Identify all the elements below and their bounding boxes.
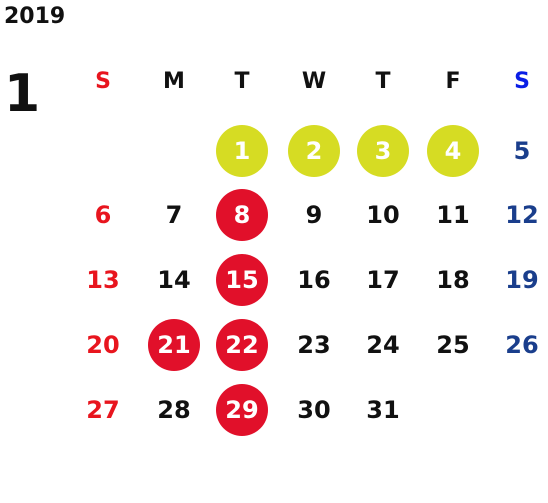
day-cell[interactable]: 26 [505, 331, 539, 359]
weekday-header: M [163, 68, 185, 94]
day-cell-highlighted[interactable]: 22 [216, 319, 268, 371]
day-cell[interactable]: 19 [505, 266, 539, 294]
day-cell[interactable]: 16 [297, 266, 331, 294]
day-cell[interactable]: 7 [165, 201, 183, 229]
day-cell[interactable]: 30 [297, 396, 331, 424]
day-cell[interactable]: 25 [436, 331, 470, 359]
day-cell[interactable]: 17 [366, 266, 400, 294]
day-cell[interactable]: 12 [505, 201, 539, 229]
weekday-header: S [514, 68, 530, 94]
day-cell[interactable]: 27 [86, 396, 120, 424]
day-cell[interactable]: 9 [305, 201, 323, 229]
day-cell-highlighted[interactable]: 8 [216, 189, 268, 241]
weekday-header: W [301, 68, 327, 94]
day-cell[interactable]: 23 [297, 331, 331, 359]
day-cell[interactable]: 10 [366, 201, 400, 229]
day-cell[interactable]: 28 [157, 396, 191, 424]
day-cell[interactable]: 20 [86, 331, 120, 359]
weekday-header: F [445, 68, 461, 94]
day-cell[interactable]: 18 [436, 266, 470, 294]
weekday-header: T [375, 68, 391, 94]
weekday-header: S [95, 68, 111, 94]
day-cell-highlighted[interactable]: 3 [357, 125, 409, 177]
day-cell[interactable]: 11 [436, 201, 470, 229]
day-cell-highlighted[interactable]: 1 [216, 125, 268, 177]
day-cell[interactable]: 24 [366, 331, 400, 359]
day-cell-highlighted[interactable]: 4 [427, 125, 479, 177]
month-number: 1 [4, 64, 41, 124]
year-label: 2019 [4, 4, 66, 29]
weekday-header: T [234, 68, 250, 94]
day-cell[interactable]: 14 [157, 266, 191, 294]
day-cell-highlighted[interactable]: 29 [216, 384, 268, 436]
day-cell[interactable]: 31 [366, 396, 400, 424]
day-cell-highlighted[interactable]: 21 [148, 319, 200, 371]
day-cell[interactable]: 5 [513, 137, 531, 165]
day-cell[interactable]: 13 [86, 266, 120, 294]
day-cell-highlighted[interactable]: 15 [216, 254, 268, 306]
day-cell[interactable]: 6 [94, 201, 112, 229]
day-cell-highlighted[interactable]: 2 [288, 125, 340, 177]
